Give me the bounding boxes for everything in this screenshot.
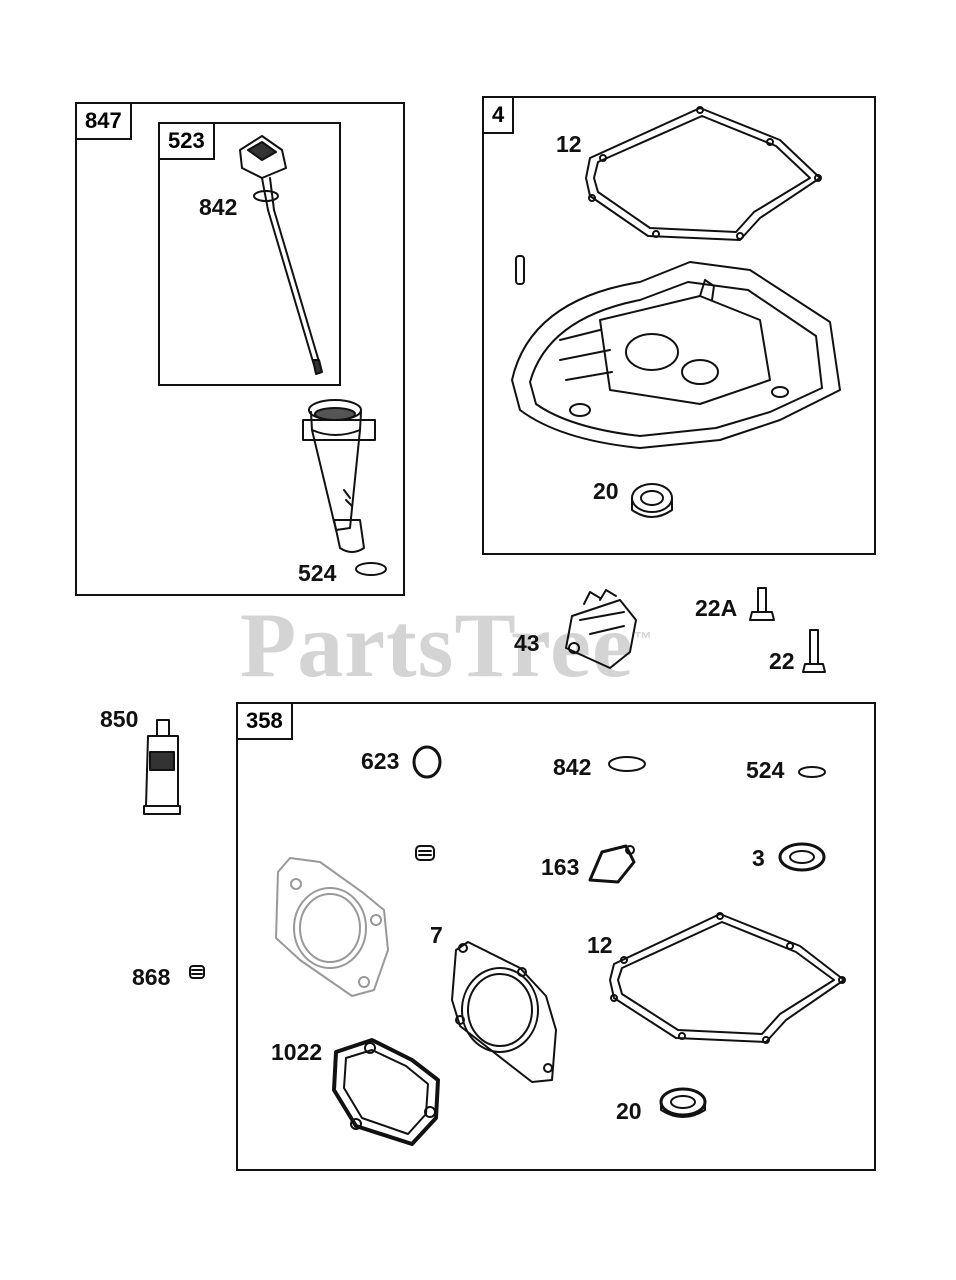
callout-43[interactable]: 43 [514,630,540,656]
oil-seal-20-icon[interactable] [659,1087,707,1118]
sealant-tube-icon[interactable] [143,719,181,815]
callout-20-kit[interactable]: 20 [616,1098,642,1124]
o-ring-623-icon[interactable] [412,745,442,779]
callout-524-tube[interactable]: 524 [298,560,337,586]
crankcase-cover-icon[interactable] [511,261,841,449]
callout-163[interactable]: 163 [541,854,580,880]
oil-seal-3-icon[interactable] [778,842,826,872]
callout-12-kit[interactable]: 12 [587,932,613,958]
head-gasket-light-icon[interactable] [275,857,389,997]
dowel-pin-icon[interactable] [515,255,525,285]
group-523-tag[interactable]: 523 [158,122,215,160]
dipstick-icon[interactable] [239,135,323,375]
callout-22A[interactable]: 22A [695,595,738,621]
callout-1022[interactable]: 1022 [271,1039,323,1065]
plug-icon[interactable] [415,845,435,861]
group-847-frame: 847 [75,102,405,596]
callout-623[interactable]: 623 [361,748,400,774]
callout-7[interactable]: 7 [430,922,443,948]
bolt-22A-icon[interactable] [749,587,775,621]
governor-icon[interactable] [565,589,637,669]
dipstick-tube-icon[interactable] [302,399,387,576]
callout-868[interactable]: 868 [132,964,171,990]
gasket-163-icon[interactable] [588,844,636,884]
group-523-frame: 523 [158,122,341,386]
group-847-tag[interactable]: 847 [75,102,132,140]
callout-3[interactable]: 3 [752,845,765,871]
head-gasket-7-icon[interactable] [451,941,557,1083]
callout-12-top[interactable]: 12 [556,131,582,157]
callout-20-top[interactable]: 20 [593,478,619,504]
watermark-trademark: ™ [633,628,653,649]
group-4-tag[interactable]: 4 [482,96,515,134]
group-358-frame: 358 [236,702,876,1171]
callout-842-kit[interactable]: 842 [553,754,592,780]
group-4-frame: 4 [482,96,876,555]
gasket-icon[interactable] [585,106,822,241]
oil-seal-icon[interactable] [631,483,673,518]
group-358-tag[interactable]: 358 [236,702,293,740]
callout-842-dipstick[interactable]: 842 [199,194,238,220]
callout-850[interactable]: 850 [100,706,139,732]
o-ring-524-icon[interactable] [798,766,826,778]
gasket-12-icon[interactable] [609,912,846,1044]
o-ring-842-icon[interactable] [608,756,646,772]
callout-22[interactable]: 22 [769,648,795,674]
bolt-22-icon[interactable] [802,629,826,673]
plug-868-icon[interactable] [189,965,205,979]
gasket-1022-icon[interactable] [332,1038,440,1146]
callout-524-kit[interactable]: 524 [746,757,785,783]
